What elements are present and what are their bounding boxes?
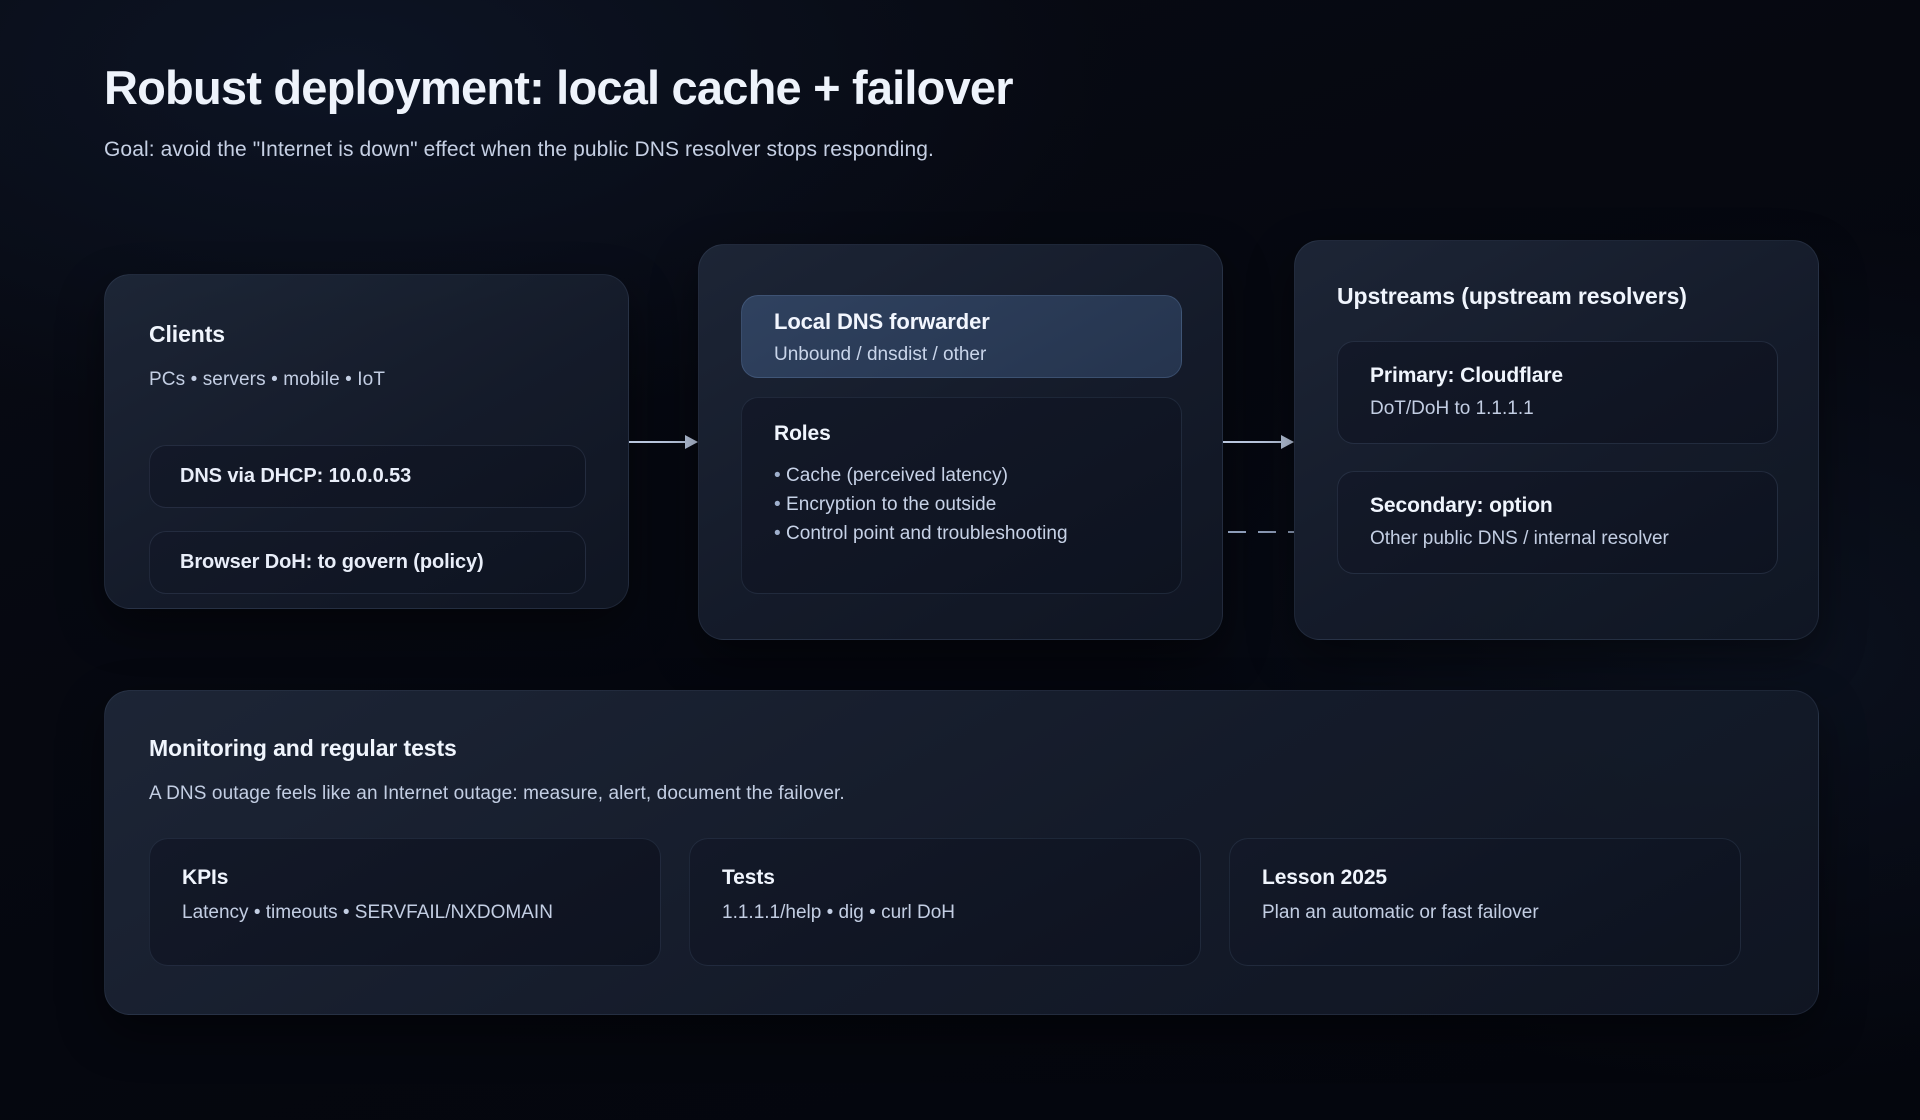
arrow-head [1281, 435, 1294, 449]
roles-list: Cache (perceived latency) Encryption to … [774, 462, 1181, 549]
forwarder-subtitle: Unbound / dnsdist / other [774, 344, 987, 365]
monitoring-panel: Monitoring and regular tests A DNS outag… [104, 690, 1819, 1015]
upstream-secondary-title: Secondary: option [1370, 494, 1553, 517]
pill-browser-doh: Browser DoH: to govern (policy) [149, 531, 586, 594]
page-title: Robust deployment: local cache + failove… [104, 61, 1014, 114]
monitoring-card-tests: Tests 1.1.1.1/help • dig • curl DoH [689, 838, 1201, 966]
forwarder-title: Local DNS forwarder [774, 309, 990, 334]
monitoring-subtitle: A DNS outage feels like an Internet outa… [149, 783, 845, 804]
kpis-subtitle: Latency • timeouts • SERVFAIL/NXDOMAIN [182, 902, 553, 923]
kpis-title: KPIs [182, 866, 229, 889]
arrow-clients-to-forwarder-icon [629, 435, 698, 449]
dashed-connector-forwarder-to-secondary-icon [1228, 531, 1294, 533]
arrow-head [685, 435, 698, 449]
clients-subtitle: PCs • servers • mobile • IoT [149, 369, 386, 390]
upstream-secondary-card: Secondary: option Other public DNS / int… [1337, 471, 1778, 574]
pill-dns-via-dhcp-label: DNS via DHCP: 10.0.0.53 [180, 465, 412, 487]
pill-dns-via-dhcp: DNS via DHCP: 10.0.0.53 [149, 445, 586, 508]
upstream-secondary-subtitle: Other public DNS / internal resolver [1370, 528, 1669, 549]
arrow-forwarder-to-upstreams-icon [1223, 435, 1294, 449]
upstreams-title: Upstreams (upstream resolvers) [1337, 283, 1687, 309]
clients-panel: Clients PCs • servers • mobile • IoT DNS… [104, 274, 629, 609]
lesson-subtitle: Plan an automatic or fast failover [1262, 902, 1539, 923]
tests-title: Tests [722, 866, 775, 889]
clients-title: Clients [149, 321, 225, 347]
upstreams-panel: Upstreams (upstream resolvers) Primary: … [1294, 240, 1819, 640]
forwarder-header-card: Local DNS forwarder Unbound / dnsdist / … [741, 295, 1182, 378]
upstream-primary-title: Primary: Cloudflare [1370, 364, 1563, 387]
upstream-primary-subtitle: DoT/DoH to 1.1.1.1 [1370, 398, 1534, 419]
roles-title: Roles [774, 422, 831, 445]
list-item: Cache (perceived latency) [774, 462, 1181, 491]
page-subtitle: Goal: avoid the "Internet is down" effec… [104, 137, 934, 161]
arrow-line [629, 441, 685, 443]
forwarder-panel: Local DNS forwarder Unbound / dnsdist / … [698, 244, 1223, 640]
upstream-primary-card: Primary: Cloudflare DoT/DoH to 1.1.1.1 [1337, 341, 1778, 444]
list-item: Control point and troubleshooting [774, 520, 1181, 549]
monitoring-card-kpis: KPIs Latency • timeouts • SERVFAIL/NXDOM… [149, 838, 661, 966]
monitoring-title: Monitoring and regular tests [149, 735, 457, 761]
list-item: Encryption to the outside [774, 491, 1181, 520]
roles-card: Roles Cache (perceived latency) Encrypti… [741, 397, 1182, 594]
tests-subtitle: 1.1.1.1/help • dig • curl DoH [722, 902, 955, 923]
slide-header: Robust deployment: local cache + failove… [104, 62, 1664, 162]
arrow-line [1223, 441, 1281, 443]
monitoring-card-lesson: Lesson 2025 Plan an automatic or fast fa… [1229, 838, 1741, 966]
pill-browser-doh-label: Browser DoH: to govern (policy) [180, 551, 484, 573]
lesson-title: Lesson 2025 [1262, 866, 1387, 889]
